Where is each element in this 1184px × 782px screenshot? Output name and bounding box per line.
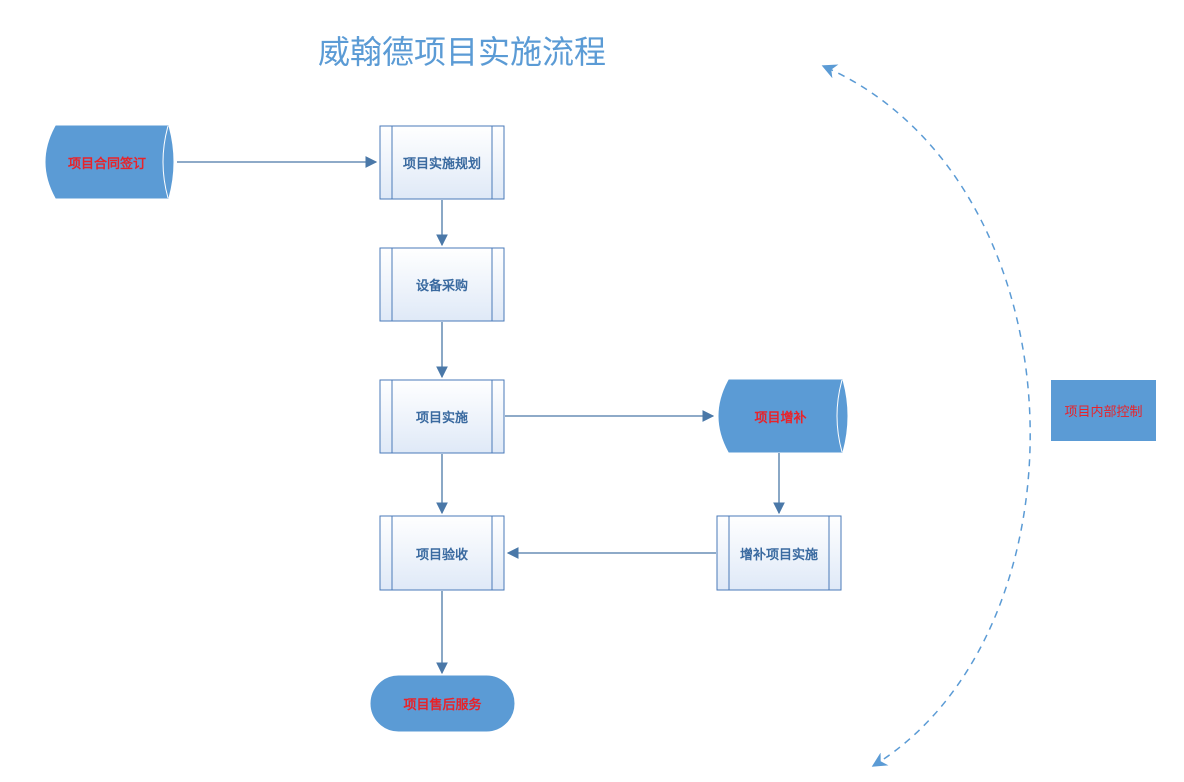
internal-control-box [1051, 380, 1156, 441]
after-sales-shape [370, 675, 515, 732]
diagram-title: 威翰德项目实施流程 [318, 33, 607, 71]
procurement-box [379, 247, 505, 322]
contract-shape-edge [162, 125, 169, 199]
acceptance-box [379, 515, 505, 591]
supplement-impl-box [716, 515, 842, 591]
implementation-box [379, 379, 505, 454]
internal-control-loop-arrow [821, 64, 1031, 767]
supplement-shape [718, 379, 848, 453]
contract-shape [45, 125, 174, 199]
planning-box [379, 125, 505, 200]
